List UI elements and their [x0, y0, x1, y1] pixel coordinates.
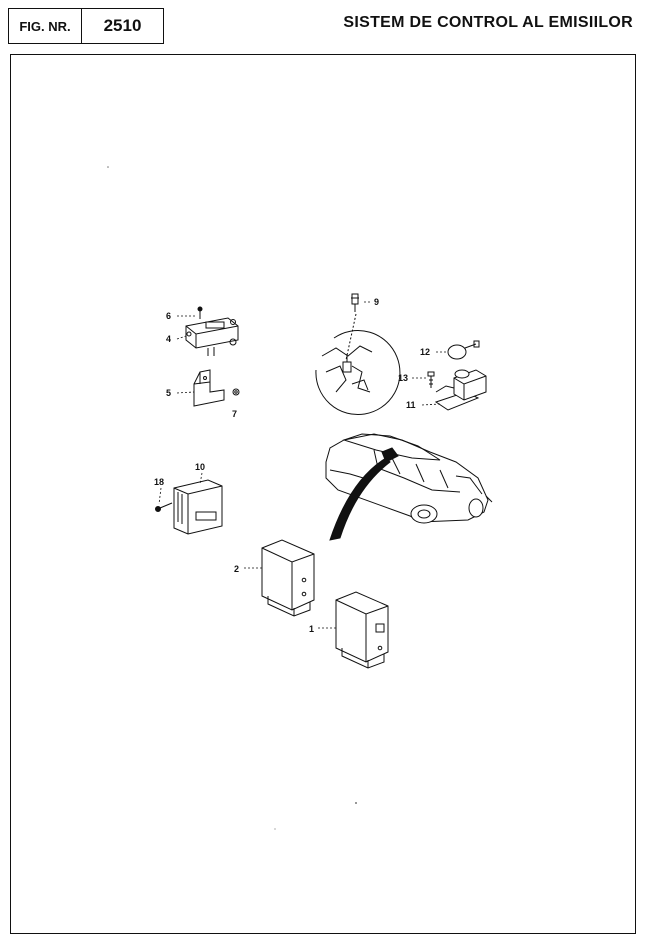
figure-number: 2510: [103, 16, 142, 35]
callout-18: 18: [154, 477, 165, 487]
callout-leaders: [158, 301, 448, 629]
sensor-bracket-part-11: [434, 369, 487, 411]
callout-10: 10: [195, 462, 206, 472]
figure-label: FIG. NR.: [9, 9, 82, 43]
car-illustration: [325, 433, 493, 524]
control-module-part-10: [173, 479, 223, 535]
knock-sensor-part-12: [447, 340, 480, 360]
callout-6: 6: [166, 311, 172, 321]
figure-number-box: FIG. NR. 2510: [8, 8, 164, 44]
screw-part-18: [155, 502, 173, 512]
callout-5: 5: [166, 388, 172, 398]
callout-12: 12: [420, 347, 431, 357]
diagram-frame: [10, 54, 636, 934]
bracket-part-5: [193, 369, 225, 407]
ecu-part-1: [335, 591, 389, 669]
callout-13: 13: [398, 373, 409, 383]
engine-detail-inset: [315, 313, 401, 415]
scan-specks: [107, 166, 357, 830]
callout-9: 9: [374, 297, 380, 307]
callout-1: 1: [309, 624, 315, 634]
location-arrow: [329, 447, 399, 541]
map-sensor-part-4: [185, 317, 239, 356]
callout-7: 7: [232, 409, 238, 419]
nut-part-7: [232, 388, 240, 396]
callout-2: 2: [234, 564, 240, 574]
screw-part-6: [197, 306, 203, 319]
bolt-part-13: [427, 371, 435, 388]
temperature-sensor-part-9: [351, 293, 359, 312]
callout-4: 4: [166, 334, 172, 344]
page-title: SISTEM DE CONTROL AL EMISIILOR: [343, 14, 633, 31]
callout-11: 11: [406, 400, 416, 410]
ecu-part-2: [261, 539, 315, 617]
